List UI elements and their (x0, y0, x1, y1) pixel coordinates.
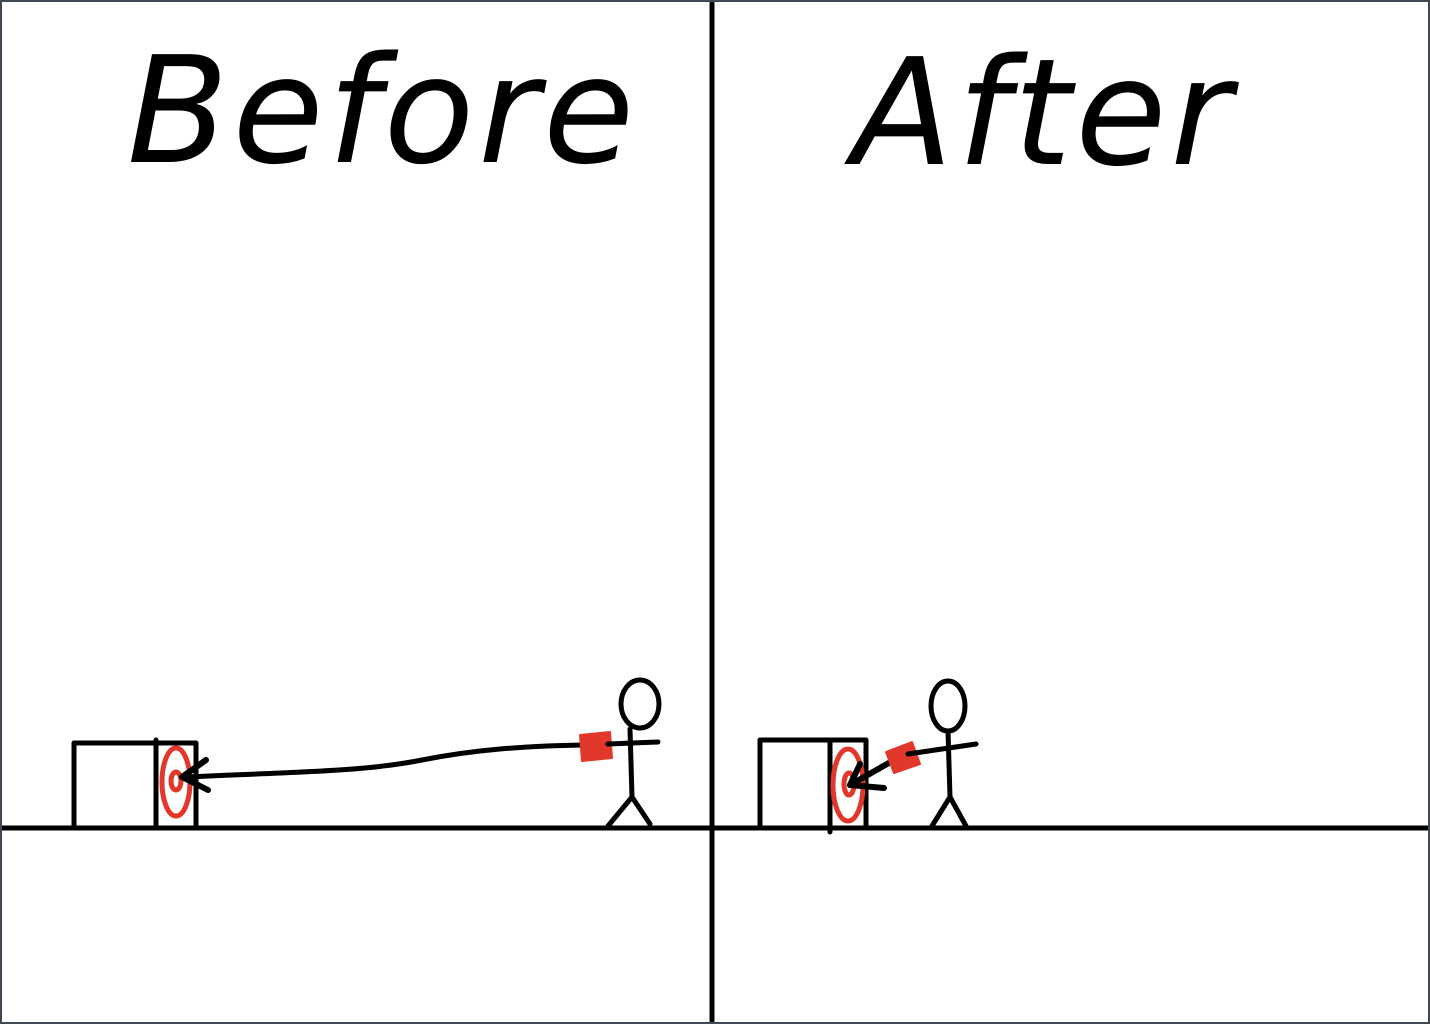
before-panel: Before (71, 25, 662, 831)
before-stick-figure-icon (605, 677, 662, 829)
after-panel: After (757, 27, 1239, 835)
after-title: After (844, 27, 1239, 199)
after-red-device-icon (885, 741, 921, 774)
after-arrow-icon (847, 761, 887, 791)
before-title: Before (127, 25, 638, 197)
before-arrow-icon (179, 757, 211, 793)
after-stick-figure-icon (905, 678, 979, 829)
after-beam-line (847, 757, 897, 788)
before-red-device-icon (579, 731, 613, 762)
before-beam-line (183, 742, 587, 780)
